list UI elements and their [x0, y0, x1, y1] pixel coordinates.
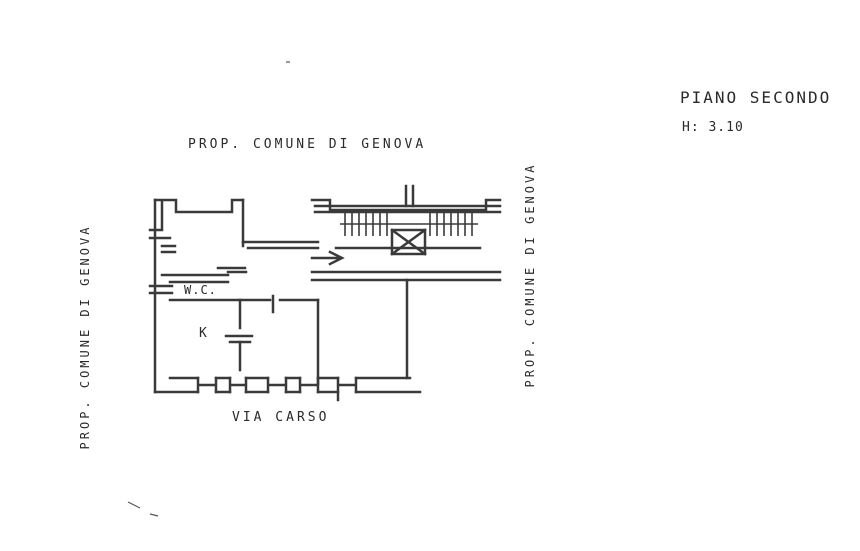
window-3 — [266, 376, 288, 394]
bedroom-top-wall — [153, 198, 245, 214]
west-opening — [148, 284, 174, 295]
window-4 — [298, 376, 320, 394]
window-2 — [228, 376, 248, 394]
stair-well-cross — [390, 228, 427, 256]
scan-marks — [127, 61, 290, 517]
room-label-kitchen: K — [199, 326, 207, 341]
wc-north-ticks — [216, 266, 248, 274]
west-door-notch — [148, 228, 177, 254]
window-5 — [336, 376, 358, 402]
stair-treads — [340, 212, 478, 236]
street-name-label: VIA CARSO — [232, 410, 330, 425]
window-1 — [196, 376, 218, 394]
stair-enclosure-top — [310, 198, 502, 212]
stair-shaft — [404, 184, 415, 208]
room-label-wc: W.C. — [184, 283, 217, 297]
stair-enclosure-inner — [313, 204, 502, 214]
north-boundary-label: PROP. COMUNE DI GENOVA — [188, 137, 427, 152]
ceiling-height-label: H: 3.10 — [682, 120, 744, 135]
entry-arrow — [310, 250, 345, 266]
floor-title: PIANO SECONDO — [680, 88, 832, 107]
